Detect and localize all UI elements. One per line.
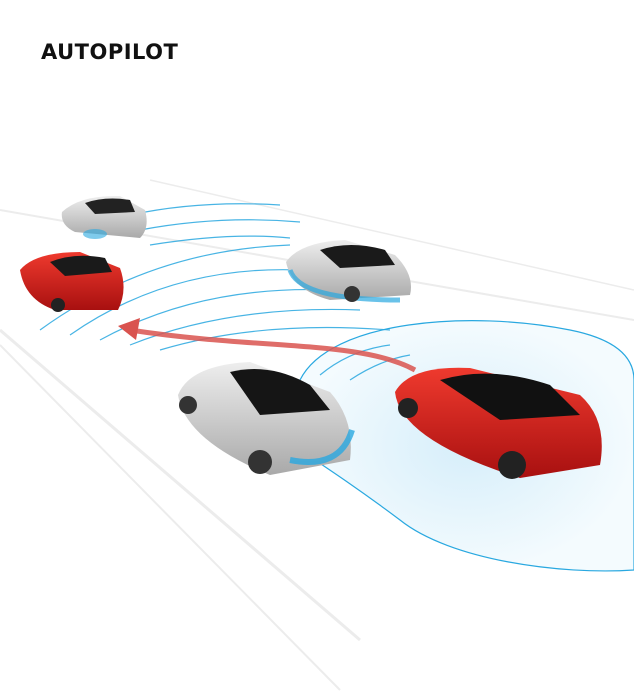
car-red-left (20, 252, 124, 312)
car-silver-front (178, 362, 355, 475)
car-silver-mid (286, 240, 411, 303)
lane-change-arrow (118, 318, 417, 373)
car-silver-far (61, 195, 147, 239)
page-title: AUTOPILOT (41, 40, 179, 64)
car-red-ego (395, 367, 602, 479)
